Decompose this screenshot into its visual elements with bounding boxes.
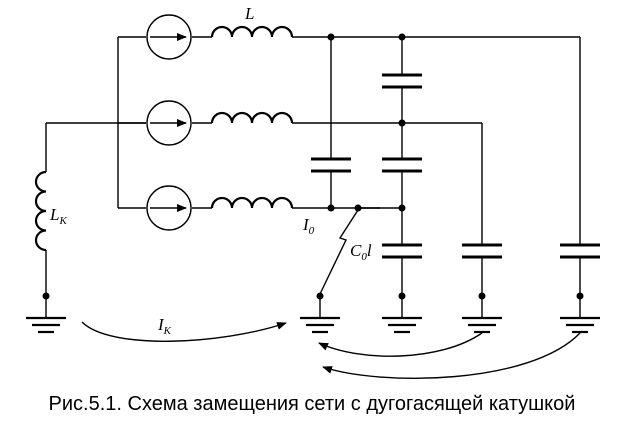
fault-zigzag (319, 209, 359, 295)
inductor-a-icon (210, 25, 294, 38)
figure-caption: Рис.5.1. Схема замещения сети с дугогася… (48, 393, 576, 415)
coil-current-arrow (81, 321, 287, 342)
label-coil: LK (49, 205, 67, 227)
coil-lk-icon (34, 170, 47, 252)
inductor-c-icon (210, 196, 294, 209)
label-coil-current: IK (157, 315, 172, 337)
ground-b-icon (462, 316, 502, 334)
label-fault-current: I0 (302, 215, 315, 237)
source-a-icon (146, 14, 192, 60)
inductor-b-icon (210, 111, 294, 124)
return-current-arrow-a (322, 332, 581, 379)
source-c-icon (146, 185, 192, 231)
ground-fault-icon (300, 316, 340, 334)
source-b-icon (146, 100, 192, 146)
label-phase-inductance: L (244, 4, 254, 23)
label-capacitance: C0l (350, 241, 372, 263)
ground-a-icon (560, 316, 600, 334)
return-current-arrow-b (318, 332, 483, 357)
ground-lk-icon (26, 316, 66, 334)
ground-c-icon (382, 316, 422, 334)
junction-dots (42, 33, 584, 300)
